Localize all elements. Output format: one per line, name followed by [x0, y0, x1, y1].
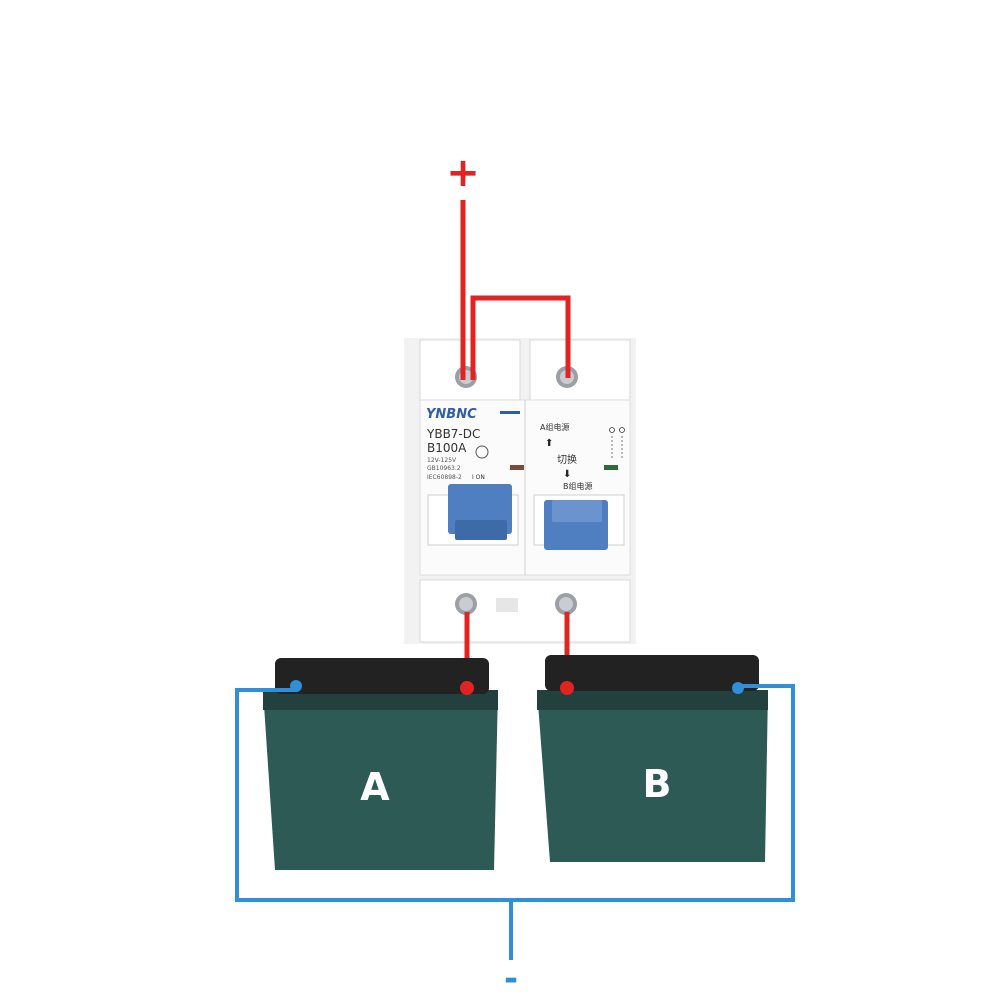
battery-b-positive-terminal	[560, 681, 574, 695]
battery-a-positive-terminal	[460, 681, 474, 695]
brand-underline	[500, 411, 520, 414]
battery-a-body	[263, 690, 498, 870]
battery-a-lid	[275, 658, 489, 694]
bottom-slot	[496, 598, 518, 612]
status-indicator-right	[604, 465, 618, 470]
bottom-terminal-block	[419, 579, 631, 643]
positive-bridge-wire	[470, 295, 571, 380]
up-arrow-icon: ⬆	[545, 438, 553, 449]
certification-mark-icon	[475, 445, 489, 459]
breaker-rating: B100A	[427, 441, 467, 455]
breaker-on-label: I ON	[472, 474, 485, 481]
battery-a-top-band	[263, 690, 498, 710]
negative-wiring	[235, 684, 795, 960]
battery-b-body	[537, 690, 768, 862]
screw-terminal-bottom-2	[555, 593, 577, 615]
status-indicator-left	[510, 465, 524, 470]
breaker-lever-right[interactable]	[533, 494, 625, 550]
negative-label: -	[504, 959, 518, 999]
down-arrow-icon: ⬇	[563, 469, 571, 480]
side-a-label: A组电源	[540, 422, 569, 432]
breaker-lever-left[interactable]	[427, 484, 519, 546]
screw-terminal-bottom-1	[455, 593, 477, 615]
battery-a-label: A	[360, 765, 390, 809]
battery-b-top-band	[537, 690, 768, 710]
polarity-marks	[609, 427, 625, 458]
dc-breaker: YNBNC YBB7-DC B100A 12V-125V GB10963.2 I…	[404, 338, 636, 644]
breaker-voltage: 12V-125V	[427, 457, 457, 464]
battery-a: A	[263, 658, 498, 870]
positive-label: +	[446, 150, 480, 196]
side-b-label: B组电源	[563, 481, 593, 491]
breaker-model: YBB7-DC	[426, 427, 480, 441]
battery-b: B	[537, 655, 768, 862]
switch-label: 切换	[557, 453, 577, 466]
breaker-std2: IEC60898-2	[427, 474, 462, 481]
breaker-std1: GB10963.2	[427, 465, 461, 472]
battery-b-label: B	[643, 762, 672, 806]
battery-b-lid	[545, 655, 759, 691]
breaker-brand: YNBNC	[426, 407, 477, 422]
negative-loop-wire	[235, 684, 795, 902]
pole2-top-terminal-block	[529, 339, 631, 401]
